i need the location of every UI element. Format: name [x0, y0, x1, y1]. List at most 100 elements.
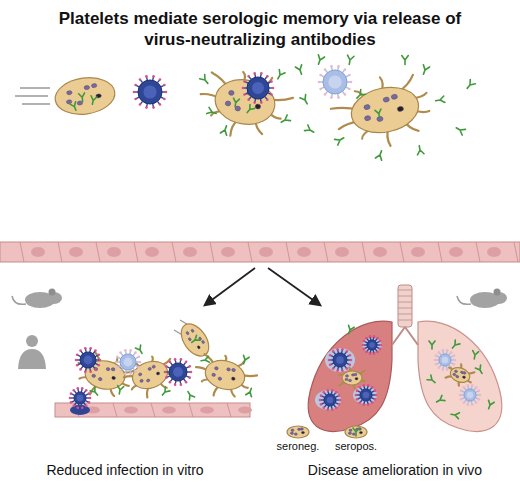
- antibody: [451, 411, 460, 418]
- virus-spike-tip: [475, 402, 478, 405]
- virus-spike-tip: [88, 401, 91, 404]
- virus-spike-tip: [376, 337, 379, 340]
- top-scene: [0, 55, 520, 262]
- antibody: [486, 400, 494, 410]
- virus-core: [369, 342, 375, 348]
- virus: [318, 65, 353, 99]
- virus-spike-tip: [145, 106, 148, 109]
- platelet-body: [212, 75, 279, 129]
- platelet: [53, 74, 117, 118]
- virus-spike-tip: [129, 372, 132, 375]
- virus-spike-tip: [70, 401, 73, 404]
- virus-spike-tip: [478, 398, 481, 401]
- granule: [197, 345, 201, 349]
- virus-spike-tip: [335, 391, 338, 394]
- granule: [462, 376, 466, 379]
- platelet: [194, 65, 295, 145]
- virus-body: [120, 354, 136, 370]
- platelet-body: [347, 81, 423, 138]
- cell-nucleus: [69, 247, 83, 257]
- virus-spike-tip: [331, 408, 334, 411]
- virus: [319, 389, 342, 411]
- platelet: [445, 361, 476, 389]
- virus-spike-tip: [471, 403, 474, 406]
- virus-spike-tip: [81, 406, 84, 409]
- in-vitro-scene: [12, 289, 260, 418]
- antibody: [435, 395, 445, 404]
- granule: [349, 429, 352, 431]
- virus-spike-tip: [376, 351, 379, 354]
- human-head: [26, 335, 38, 347]
- virus-spike-tip: [346, 350, 349, 353]
- virus-spike-tip: [466, 384, 469, 387]
- granule: [455, 375, 459, 378]
- virus-spike-tip: [138, 366, 141, 369]
- mouse-tail: [457, 296, 471, 304]
- cell-nucleus: [221, 247, 235, 257]
- virus-spike-tip: [180, 358, 183, 361]
- virus-spike-tip: [319, 74, 322, 77]
- virus-spike-tip: [119, 370, 122, 373]
- virus-spike-tip: [466, 403, 469, 406]
- virus-body: [169, 363, 187, 381]
- virus-spike-tip: [79, 349, 82, 352]
- panel-caption: Reduced infection in vitro: [0, 462, 250, 478]
- virus-spike-tip: [344, 68, 347, 71]
- virus-spike-tip: [139, 361, 142, 364]
- antibody: [135, 345, 144, 355]
- granule: [255, 104, 261, 110]
- granule: [359, 431, 362, 433]
- in-vivo-scene: [287, 285, 507, 438]
- virus-body: [80, 352, 96, 368]
- cell-nucleus: [107, 247, 121, 257]
- virus-spike-tip: [85, 405, 88, 408]
- virus-spike-tip: [266, 75, 269, 78]
- antibody: [275, 70, 285, 81]
- virus-spike-tip: [70, 392, 73, 395]
- virus-body: [323, 70, 347, 94]
- virus-spike-tip: [163, 98, 166, 101]
- virus-spike-tip: [174, 358, 177, 361]
- virus: [328, 348, 353, 372]
- granule: [148, 367, 152, 371]
- group-label: seroneg.: [268, 440, 328, 452]
- trachea-ring: [398, 290, 412, 291]
- virus-spike-tip: [365, 351, 368, 354]
- granule: [218, 377, 222, 381]
- virus-spike-tip: [185, 361, 188, 364]
- virus-spike-tip: [335, 407, 338, 410]
- granule: [349, 379, 352, 381]
- cell-border: [227, 403, 231, 417]
- virus-spike-tip: [355, 394, 358, 397]
- trachea-ring: [398, 314, 412, 315]
- virus-spike-tip: [349, 354, 352, 357]
- virus-spike-tip: [332, 367, 335, 370]
- antibody: [89, 96, 97, 105]
- virus-core: [252, 82, 264, 94]
- cell-border: [134, 242, 138, 262]
- antibody: [190, 335, 200, 345]
- virus-spike-tip: [129, 349, 132, 352]
- virus-spike-tip: [319, 399, 322, 402]
- virus-body: [138, 80, 162, 104]
- virus-body: [464, 389, 476, 401]
- virus-spike-tip: [247, 98, 250, 101]
- cell-border: [248, 242, 252, 262]
- virus-spike-tip: [243, 80, 246, 83]
- granule: [355, 378, 358, 380]
- cell-border: [514, 242, 518, 262]
- platelet: [345, 426, 367, 438]
- cell-border: [189, 403, 193, 417]
- virus-spike-tip: [462, 402, 465, 405]
- virus-spike-tip: [242, 87, 245, 90]
- granule: [152, 365, 156, 369]
- virus: [164, 358, 193, 386]
- virus-spike-tip: [253, 72, 256, 75]
- antibody: [201, 356, 210, 363]
- group-label: seropos.: [326, 440, 386, 452]
- granule: [291, 429, 294, 431]
- virus-spike-tip: [331, 389, 334, 392]
- virus-core: [124, 358, 133, 367]
- virus-spike-tip: [337, 65, 340, 68]
